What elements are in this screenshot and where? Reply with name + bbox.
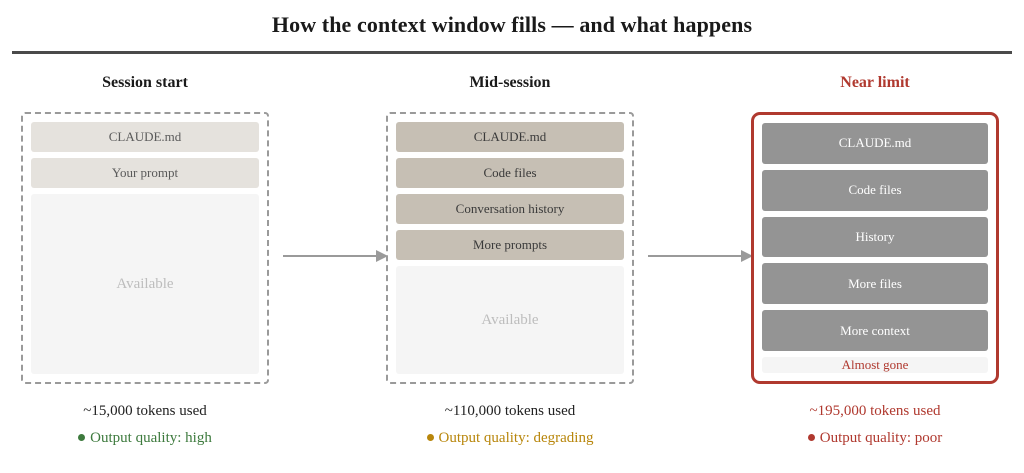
tokens-used-near-limit: ~195,000 tokens used bbox=[809, 403, 941, 419]
context-window-mid-session: CLAUDE.md Code files Conversation histor… bbox=[386, 112, 634, 384]
quality-indicator-session-start: Output quality: high bbox=[5, 430, 285, 447]
tokens-used-mid-session: ~110,000 tokens used bbox=[444, 403, 576, 419]
segment-conversation-history: Conversation history bbox=[396, 194, 624, 224]
tokens-used-session-start: ~15,000 tokens used bbox=[83, 403, 207, 419]
arrow-head-icon bbox=[376, 250, 388, 262]
segment-claude-md: CLAUDE.md bbox=[762, 123, 988, 164]
page-title: How the context window fills — and what … bbox=[271, 12, 753, 37]
column-mid-session: Mid-session CLAUDE.md Code files Convers… bbox=[370, 72, 650, 384]
segment-more-files: More files bbox=[762, 263, 988, 305]
flow-arrow-2 bbox=[648, 250, 753, 262]
arrow-shaft-icon bbox=[648, 255, 741, 257]
column-near-limit: Near limit CLAUDE.md Code files History … bbox=[735, 72, 1015, 384]
quality-label-near-limit: Output quality: poor bbox=[819, 430, 943, 446]
segment-code-files: Code files bbox=[762, 169, 988, 211]
status-dot-icon bbox=[426, 434, 434, 442]
segment-available: Available bbox=[396, 266, 624, 374]
arrow-shaft-icon bbox=[283, 255, 376, 257]
status-dot-icon bbox=[807, 434, 815, 442]
segment-code-files: Code files bbox=[396, 158, 624, 188]
quality-label-mid-session: Output quality: degrading bbox=[438, 430, 594, 446]
arrow-head-icon bbox=[741, 250, 753, 262]
title-divider bbox=[12, 51, 1012, 54]
status-dot-icon bbox=[78, 434, 86, 442]
quality-indicator-near-limit: Output quality: poor bbox=[735, 430, 1015, 447]
segment-history: History bbox=[762, 216, 988, 258]
quality-label-session-start: Output quality: high bbox=[90, 430, 212, 446]
segment-more-context: More context bbox=[762, 310, 988, 351]
quality-indicator-mid-session: Output quality: degrading bbox=[370, 430, 650, 447]
segment-your-prompt: Your prompt bbox=[31, 158, 259, 188]
segment-more-prompts: More prompts bbox=[396, 230, 624, 260]
column-heading-mid-session: Mid-session bbox=[469, 74, 551, 91]
segment-claude-md: CLAUDE.md bbox=[396, 122, 624, 152]
segment-almost-gone: Almost gone bbox=[762, 356, 988, 373]
segment-claude-md: CLAUDE.md bbox=[31, 122, 259, 152]
column-heading-near-limit: Near limit bbox=[840, 74, 910, 91]
context-window-session-start: CLAUDE.md Your prompt Available bbox=[21, 112, 269, 384]
context-window-near-limit: CLAUDE.md Code files History More files … bbox=[751, 112, 999, 384]
flow-arrow-1 bbox=[283, 250, 388, 262]
segment-available: Available bbox=[31, 194, 259, 374]
column-heading-session-start: Session start bbox=[102, 74, 188, 91]
column-session-start: Session start CLAUDE.md Your prompt Avai… bbox=[5, 72, 285, 384]
